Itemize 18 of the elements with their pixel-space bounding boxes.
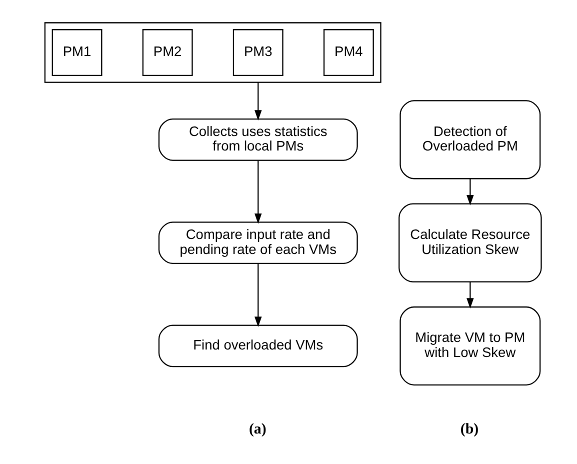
arrow	[466, 281, 474, 308]
arrow	[254, 160, 262, 224]
node-box: Calculate Resource Utilization Skew	[398, 202, 542, 282]
cluster	[44, 22, 382, 82]
node-box: PM3	[232, 28, 284, 76]
node-box: Collects uses statistics from local PMs	[158, 118, 358, 160]
node-box: PM4	[323, 28, 374, 76]
arrow	[254, 263, 262, 327]
label: (b)	[460, 421, 479, 438]
node-box: Detection of Overloaded PM	[400, 100, 541, 179]
node-box: Find overloaded VMs	[158, 324, 358, 367]
label: (a)	[248, 421, 266, 438]
arrow	[466, 178, 474, 205]
arrow	[254, 82, 262, 120]
node-box: Compare input rate and pending rate of each VMs	[158, 221, 358, 264]
node-box: PM2	[142, 28, 193, 76]
node-box: PM1	[52, 28, 102, 76]
node-box: Migrate VM to PM with Low Skew	[400, 306, 541, 386]
